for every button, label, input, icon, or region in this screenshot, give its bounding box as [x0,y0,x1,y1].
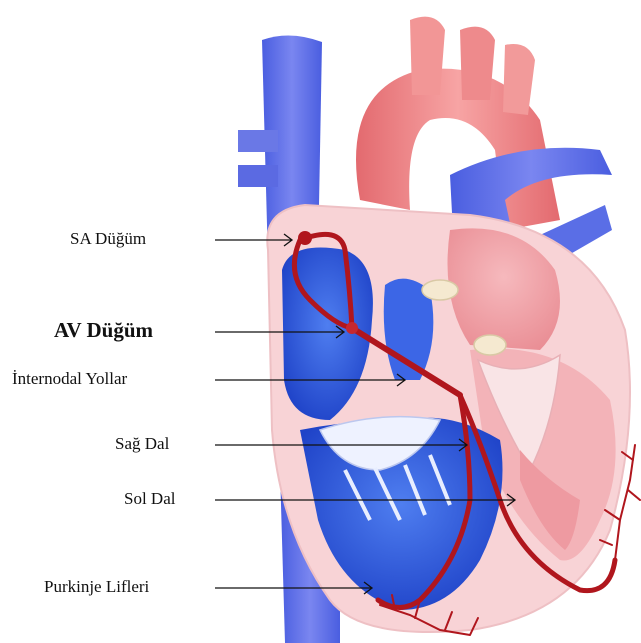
aorta-branch-1 [410,17,445,95]
label-right-bundle: Sağ Dal [115,434,169,454]
label-purkinje: Purkinje Lifleri [44,577,149,597]
label-av-node: AV Düğüm [54,318,153,342]
av-node [346,322,358,334]
label-sa-node: SA Düğüm [70,229,146,249]
label-left-bundle: Sol Dal [124,489,175,509]
label-internodal: İnternodal Yollar [12,369,127,389]
pulmonary-vein-upper [238,130,278,152]
aorta-branch-2 [460,27,495,100]
pulmonary-vein-lower [238,165,278,187]
aorta-branch-3 [503,44,535,115]
aortic-valve [422,280,458,300]
pulmonary-valve [474,335,506,355]
sa-node [298,231,312,245]
